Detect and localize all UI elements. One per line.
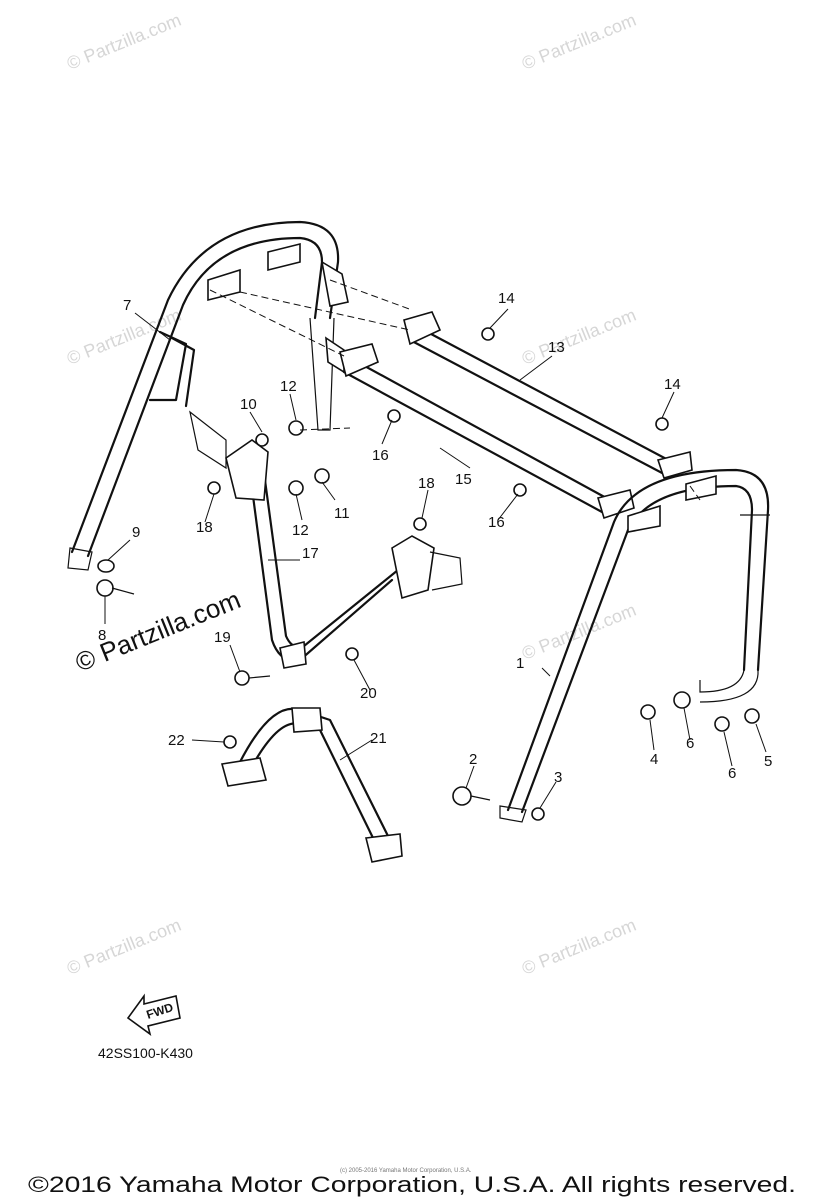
bolt-11-icon <box>314 468 330 484</box>
callout-14: 14 <box>498 290 515 307</box>
collar-6-icon <box>673 691 691 709</box>
callout-12: 12 <box>292 522 309 539</box>
bolt-20-icon <box>345 647 359 661</box>
callout-16: 16 <box>488 514 505 531</box>
part-7-front-rops-tube <box>67 220 349 571</box>
part-17-center-brace <box>189 410 463 669</box>
bolt-22-icon <box>223 735 237 749</box>
callout-19: 19 <box>214 629 231 646</box>
callout-4: 4 <box>650 751 658 768</box>
callout-15: 15 <box>455 471 472 488</box>
bolt-18-icon <box>413 517 427 531</box>
bolt-16-icon <box>387 409 401 423</box>
callout-18: 18 <box>418 475 435 492</box>
bolt-10-icon <box>255 433 269 447</box>
callout-7: 7 <box>123 297 131 314</box>
bolt-2-icon <box>452 786 472 806</box>
callout-16: 16 <box>372 447 389 464</box>
leader-lines <box>104 308 767 809</box>
assembly-lines <box>209 279 701 501</box>
callout-21: 21 <box>370 730 387 747</box>
watermark: © Partzilla.com <box>64 10 184 74</box>
callout-6: 6 <box>728 765 736 782</box>
watermark-layer: © Partzilla.com © Partzilla.com © Partzi… <box>64 10 639 979</box>
bolt-18-icon <box>207 481 221 495</box>
bolt-19-icon <box>234 670 250 686</box>
bolt-14-icon <box>655 417 669 431</box>
watermark: © Partzilla.com <box>519 305 639 369</box>
callout-10: 10 <box>240 396 257 413</box>
diagram-code: 42SS100-K430 <box>98 1045 193 1061</box>
callout-13: 13 <box>548 339 565 356</box>
callout-6: 6 <box>686 735 694 752</box>
part-13-rear-cross-bar <box>403 311 693 479</box>
callout-1: 1 <box>516 655 524 672</box>
callout-labels: 7 9 8 10 12 11 12 14 13 14 15 16 16 17 1… <box>98 290 772 786</box>
callout-14: 14 <box>664 376 681 393</box>
copyright-small: (c) 2005-2016 Yamaha Motor Corporation, … <box>340 1168 472 1174</box>
callout-2: 2 <box>469 751 477 768</box>
fwd-arrow-icon: FWD <box>126 993 181 1036</box>
watermark: © Partzilla.com <box>519 915 639 979</box>
bolt-5-icon <box>744 708 760 724</box>
copyright: ©2016 Yamaha Motor Corporation, U.S.A. A… <box>28 1172 796 1197</box>
bolt-8-icon <box>96 579 114 597</box>
callout-11: 11 <box>334 505 350 522</box>
collar-6-icon <box>714 716 730 732</box>
callout-12: 12 <box>280 378 297 395</box>
callout-3: 3 <box>554 769 562 786</box>
part-1-rear-rops-tube <box>499 468 770 823</box>
bolt-4-icon <box>640 704 656 720</box>
callout-5: 5 <box>764 753 772 770</box>
bolt-16-icon <box>513 483 527 497</box>
callout-17: 17 <box>302 545 319 562</box>
part-15-front-cross-bar <box>339 343 635 520</box>
callout-8: 8 <box>98 627 106 644</box>
callout-20: 20 <box>360 685 377 702</box>
collar-12-icon <box>288 480 304 496</box>
washer-9-icon <box>97 559 115 573</box>
bolt-14-icon <box>481 327 495 341</box>
nut-3-icon <box>531 807 545 821</box>
watermark: © Partzilla.com <box>64 915 184 979</box>
part-21-lower-support <box>220 707 403 863</box>
collar-12-icon <box>288 420 304 436</box>
callout-9: 9 <box>132 524 140 541</box>
callout-22: 22 <box>168 732 185 749</box>
fastener-layer <box>96 327 760 821</box>
watermark: © Partzilla.com <box>519 600 639 664</box>
watermark: © Partzilla.com <box>519 10 639 74</box>
callout-18: 18 <box>196 519 213 536</box>
